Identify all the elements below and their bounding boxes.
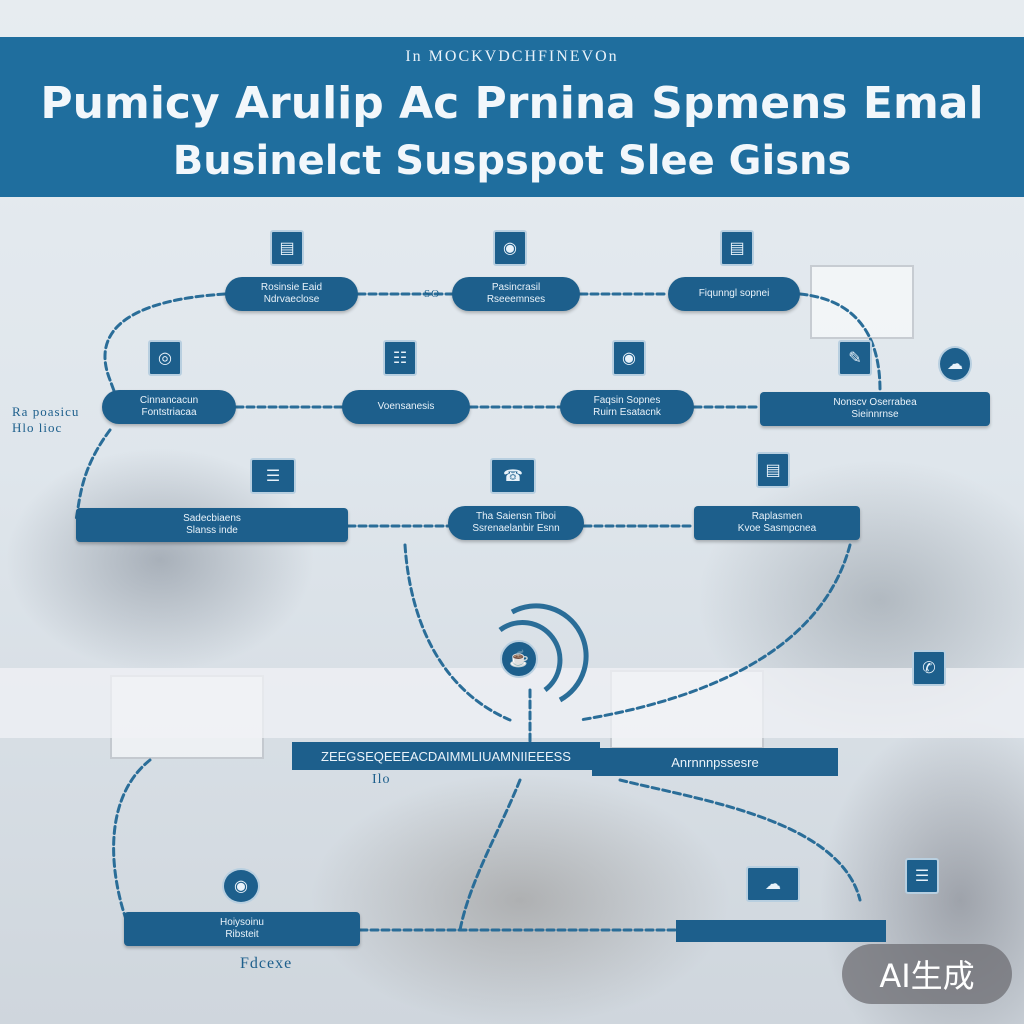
shield-icon: ◉: [612, 340, 646, 376]
process-node[interactable]: Voensanesis: [342, 390, 470, 424]
process-node[interactable]: Tha Saiensn Tiboi Ssrenaelanbir Esnn: [448, 506, 584, 540]
link-bar-n11: [112, 758, 152, 932]
title-kicker: In MOCKVDCHFINEVOn: [405, 48, 619, 65]
cloud-icon: ☁: [938, 346, 972, 382]
node-text: Fiqunngl sopnei: [698, 288, 770, 299]
node-text: Nonscv Oserrabea: [833, 397, 917, 408]
link-bar-right: [618, 778, 862, 902]
bar-subtext: Ilo: [372, 772, 391, 787]
document-icon: ✎: [838, 340, 872, 376]
node-text: Pasincrasil: [491, 282, 541, 293]
process-node[interactable]: Cinnancacun Fontstriacaa: [102, 390, 236, 424]
bottom-label: Fdcexe: [240, 955, 293, 972]
process-node[interactable]: Faqsin Sopnes Ruirn Esatacnk: [560, 390, 694, 424]
right-banner-bar: Anrnnnpssesre: [592, 748, 838, 776]
node-text: Ribsteit: [225, 929, 259, 940]
process-node[interactable]: Hoiysoinu Ribsteit: [124, 912, 360, 946]
bar-chart-icon: ▤: [270, 230, 304, 266]
bottom-rule: [676, 920, 886, 942]
gear-icon: ☷: [383, 340, 417, 376]
bar-text: Anrnnnpssesre: [671, 754, 759, 770]
process-node[interactable]: Fiqunngl sopnei: [668, 277, 800, 311]
bar-chart-icon: ▤: [720, 230, 754, 266]
title-line-2: Businelct Suspspot Slee Gisns: [172, 138, 852, 184]
link-n10-hub: [578, 543, 852, 722]
cloud-icon: ☁: [746, 866, 800, 902]
link-n1-n4: [103, 292, 227, 409]
node-text: Hoiysoinu: [220, 917, 264, 928]
ai-generated-badge: AI生成: [842, 944, 1012, 1004]
server-icon: ☰: [250, 458, 296, 494]
node-text: Tha Saiensn Tiboi: [475, 511, 557, 522]
dash-label: SO: [424, 288, 441, 300]
link-n3-n7: [798, 292, 882, 392]
node-text: Fontstriacaa: [141, 407, 197, 418]
headset-icon: ☕: [500, 640, 538, 678]
process-node[interactable]: Sadecbiaens Slanss inde: [76, 508, 348, 542]
link-n4-n8: [74, 428, 112, 522]
node-text: Rseeemnses: [486, 294, 546, 305]
process-node[interactable]: Nonscv Oserrabea Sieinnrnse: [760, 392, 990, 426]
node-text: Ssrenaelanbir Esnn: [472, 523, 560, 534]
lock-icon: ◉: [493, 230, 527, 266]
headset-icon: ☎: [490, 458, 536, 494]
node-text: Slanss inde: [186, 525, 238, 536]
phone-icon: ✆: [912, 650, 946, 686]
fingerprint-icon: ◎: [148, 340, 182, 376]
node-text: Faqsin Sopnes: [593, 395, 661, 406]
server-icon: ☰: [905, 858, 939, 894]
title-line-1: Pumicy Arulip Ac Prnina Spmens Emal: [40, 78, 984, 129]
title-banner: [0, 37, 1024, 197]
side-label: Ra poasicu Hlo lioc: [12, 404, 80, 435]
node-text: Sieinnrnse: [851, 409, 899, 420]
link-center-down: [458, 778, 522, 932]
node-text: Ndrvaeclose: [263, 294, 320, 305]
background-desk: [0, 668, 1024, 738]
node-text: Ruirn Esatacnk: [593, 407, 661, 418]
process-node[interactable]: Pasincrasil Rseeemnses: [452, 277, 580, 311]
bar-text: ZEEGSEQEEEACDAIMMLIUAMNIIEEESS: [321, 748, 571, 764]
node-text: Voensanesis: [377, 401, 435, 412]
node-text: Cinnancacun: [139, 395, 199, 406]
link-n9-hub: [403, 543, 512, 722]
hub-arc-outer: [510, 603, 589, 703]
node-text: Raplasmen: [751, 511, 803, 522]
node-text: Sadecbiaens: [183, 513, 241, 524]
document-icon: ▤: [756, 452, 790, 488]
hub-arc-inner: [498, 620, 563, 692]
node-text: Rosinsie Eaid: [260, 282, 323, 293]
main-banner-bar: ZEEGSEQEEEACDAIMMLIUAMNIIEEESS: [292, 742, 600, 770]
process-node[interactable]: Raplasmen Kvoe Sasmpcnea: [694, 506, 860, 540]
process-node[interactable]: Rosinsie Eaid Ndrvaeclose: [225, 277, 358, 311]
shield-icon: ◉: [222, 868, 260, 904]
node-text: Kvoe Sasmpcnea: [737, 523, 817, 534]
